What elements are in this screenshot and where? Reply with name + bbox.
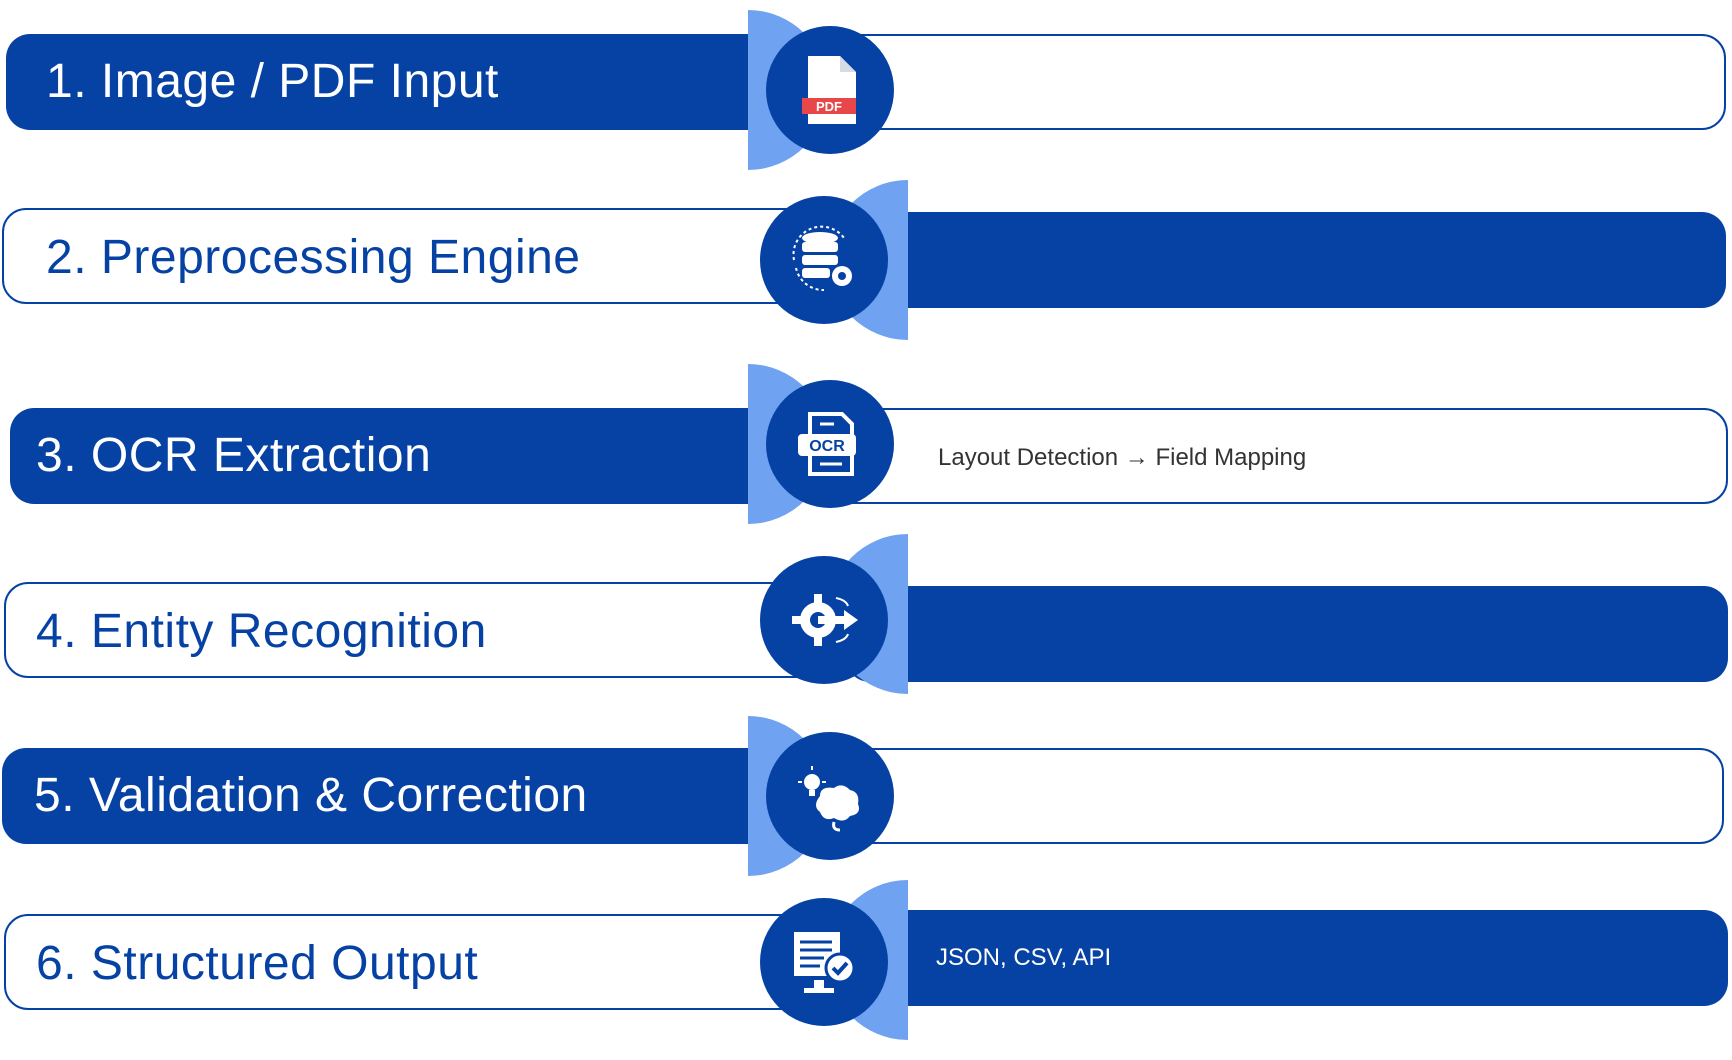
step-5-left-bar: 5. Validation & Correction	[2, 748, 810, 844]
step-1-icon-hub: PDF	[766, 26, 894, 154]
step-5-icon-hub	[766, 732, 894, 860]
database-gear-icon	[792, 225, 852, 292]
report-check-icon	[794, 932, 856, 993]
brain-idea-icon	[798, 766, 859, 832]
gear-arrow-icon	[792, 594, 858, 646]
step-5-title: 5. Validation & Correction	[34, 769, 588, 822]
svg-text:PDF: PDF	[816, 99, 842, 114]
step-2-icon-hub	[760, 196, 888, 324]
step-1-right-bar	[828, 34, 1726, 130]
step-6-left-bar: 6. Structured Output	[4, 914, 822, 1010]
svg-text:OCR: OCR	[809, 438, 845, 455]
step-3-description: Layout Detection → Field Mapping	[938, 444, 1307, 471]
step-6-title: 6. Structured Output	[36, 937, 479, 990]
step-2-left-bar: 2. Preprocessing Engine	[2, 208, 822, 304]
pdf-file-icon: PDF	[802, 56, 856, 124]
step-3-icon-hub: OCR	[766, 380, 894, 508]
step-4-icon-hub	[760, 556, 888, 684]
step-4-left-bar: 4. Entity Recognition	[4, 582, 822, 678]
step-2-title: 2. Preprocessing Engine	[46, 231, 581, 284]
step-6-description: JSON, CSV, API	[936, 944, 1112, 971]
step-4-title: 4. Entity Recognition	[36, 605, 487, 658]
ocr-document-icon: OCR	[798, 412, 856, 476]
step-1-left-bar: 1. Image / PDF Input	[6, 34, 806, 130]
step-5-right-bar	[828, 748, 1724, 844]
step-2-right-bar	[846, 212, 1726, 308]
step-3-right-bar: Layout Detection → Field Mapping	[828, 408, 1728, 504]
step-6-icon-hub	[760, 898, 888, 1026]
step-4-right-bar	[846, 586, 1728, 682]
step-6-right-bar: JSON, CSV, API	[846, 910, 1728, 1006]
step-3-title: 3. OCR Extraction	[36, 429, 432, 482]
step-3-left-bar: 3. OCR Extraction	[10, 408, 810, 504]
step-1-title: 1. Image / PDF Input	[46, 55, 499, 108]
